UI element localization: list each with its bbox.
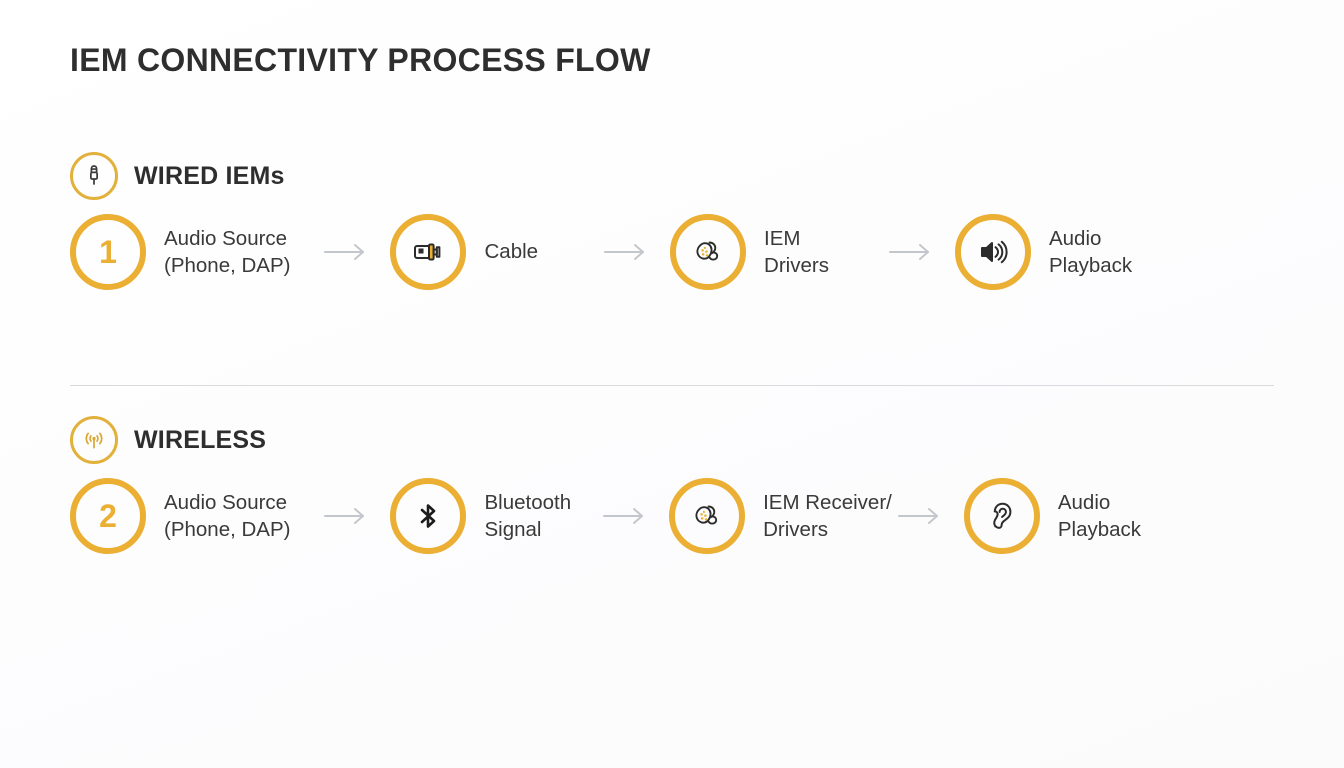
section-title-wired: WIRED IEMs	[134, 161, 285, 190]
step-number-badge-2: 2	[70, 478, 146, 554]
section-divider	[70, 385, 1274, 386]
flow-node-label: Audio Source (Phone, DAP)	[164, 490, 291, 541]
iem-driver-icon	[669, 478, 746, 554]
flow-row-wired: 1 Audio Source (Phone, DAP)	[70, 214, 1280, 290]
cable-connector-icon	[390, 214, 467, 290]
flow-node-iem-drivers[interactable]: IEM Drivers	[670, 214, 829, 290]
flow-row-wireless: 2 Audio Source (Phone, DAP) Bluetooth Si…	[70, 478, 1280, 554]
section-header-wireless: WIRELESS	[70, 416, 266, 464]
flow-arrow-icon	[322, 242, 368, 262]
flow-arrow-icon	[896, 506, 942, 526]
flow-arrow-icon	[602, 242, 648, 262]
flow-node-audio-playback[interactable]: Audio Playback	[963, 478, 1142, 554]
flow-node-label: Audio Playback	[1048, 226, 1133, 277]
flow-node-cable[interactable]: Cable	[390, 214, 538, 290]
flow-node-step-2[interactable]: 2 Audio Source (Phone, DAP)	[70, 478, 290, 554]
flow-node-bluetooth[interactable]: Bluetooth Signal	[390, 478, 571, 554]
flow-node-iem-receiver[interactable]: IEM Receiver/ Drivers	[669, 478, 892, 554]
headphone-jack-icon	[70, 152, 118, 200]
flow-node-label: Cable	[484, 240, 539, 264]
bluetooth-icon	[390, 478, 467, 554]
flow-node-label: IEM Receiver/ Drivers	[763, 490, 892, 541]
flow-node-step-1[interactable]: 1 Audio Source (Phone, DAP)	[70, 214, 290, 290]
flow-node-label: IEM Drivers	[764, 226, 829, 277]
iem-driver-icon	[670, 214, 747, 290]
step-number-label: 2	[99, 498, 117, 534]
flow-arrow-icon	[601, 506, 647, 526]
flow-node-label: Audio Source (Phone, DAP)	[164, 226, 291, 277]
flow-node-label: Bluetooth Signal	[484, 490, 572, 541]
section-header-wired: WIRED IEMs	[70, 152, 285, 200]
section-title-wireless: WIRELESS	[134, 425, 267, 454]
speaker-waves-icon	[954, 214, 1031, 290]
flow-node-label: Audio Playback	[1057, 490, 1142, 541]
ear-icon	[963, 478, 1040, 554]
broadcast-antenna-icon	[70, 416, 118, 464]
page-title: IEM CONNECTIVITY PROCESS FLOW	[70, 42, 651, 78]
flow-arrow-icon	[322, 506, 368, 526]
flow-arrow-icon	[887, 242, 933, 262]
step-number-badge-1: 1	[70, 214, 146, 290]
flow-node-audio-playback[interactable]: Audio Playback	[954, 214, 1133, 290]
step-number-label: 1	[99, 234, 117, 270]
